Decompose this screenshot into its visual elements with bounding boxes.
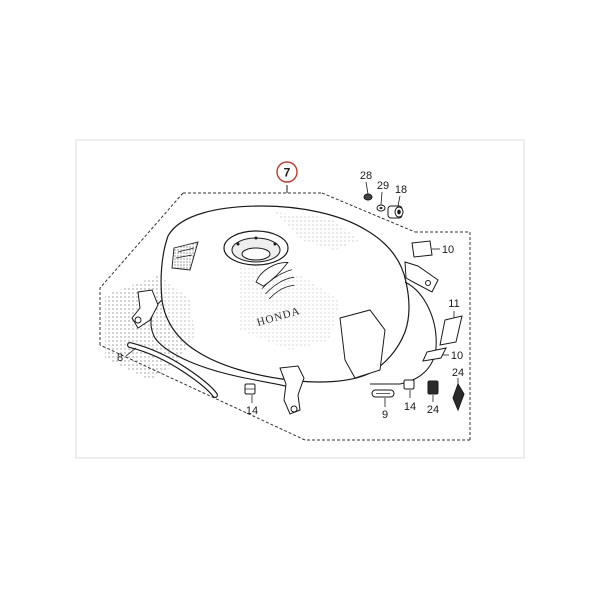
emblem-stripe <box>175 254 193 259</box>
shading-center <box>240 265 340 350</box>
part-14-rubber-left <box>244 383 256 395</box>
callout-28: 28 <box>360 170 372 182</box>
part-14-rubber-right <box>403 379 415 390</box>
callout-7-highlight-circle <box>276 161 298 183</box>
part-18-damper <box>387 205 404 219</box>
front-left-bracket-hole <box>134 316 142 324</box>
leader-line-18 <box>397 195 401 207</box>
rear-lower-bracket-hole <box>290 405 298 413</box>
fuel-cap-bolt <box>254 236 258 240</box>
emblem-stripe <box>177 247 195 253</box>
part-11-label <box>439 315 463 346</box>
fuel-cap-inner <box>241 247 271 261</box>
part-24-pad-dark <box>427 380 439 395</box>
leader-line-28 <box>365 181 369 195</box>
callout-10-upper: 10 <box>442 244 454 256</box>
callout-14-right: 14 <box>404 401 416 413</box>
leader-line-29 <box>380 191 383 206</box>
part-9-rubber-strip <box>371 389 395 398</box>
shading-left <box>105 275 195 380</box>
callout-14-left: 14 <box>246 405 258 417</box>
part-29-washer <box>376 204 386 212</box>
part-10-label-lower <box>422 347 447 362</box>
callout-24-left: 24 <box>427 404 439 416</box>
callout-24-right: 24 <box>452 367 464 379</box>
callout-29: 29 <box>377 180 389 192</box>
leader-line-8 <box>125 347 137 357</box>
callout-18: 18 <box>395 184 407 196</box>
part-10-label-upper <box>411 240 433 258</box>
front-left-bracket <box>131 289 159 329</box>
part-8-rubber-strip-inner <box>128 343 217 397</box>
fuel-cap-bolt <box>236 242 240 246</box>
part-24-pad-diamond <box>452 382 465 412</box>
rear-lower-bracket <box>279 365 305 415</box>
shading-top <box>275 212 360 250</box>
fuel-tank-inner-panel <box>339 309 386 379</box>
callout-9: 9 <box>382 409 388 421</box>
callout-7: 7 <box>284 166 291 180</box>
honda-wing-logo <box>255 262 295 300</box>
part-28-nut <box>363 193 373 201</box>
callout-11: 11 <box>448 298 459 310</box>
fuel-tank-skirt <box>150 299 296 389</box>
callout-8: 8 <box>117 352 123 364</box>
bracket-hole <box>425 280 431 286</box>
dashed-boundary <box>99 192 471 441</box>
callout-10-lower: 10 <box>451 350 463 362</box>
fuel-cap-bolt <box>273 242 277 246</box>
